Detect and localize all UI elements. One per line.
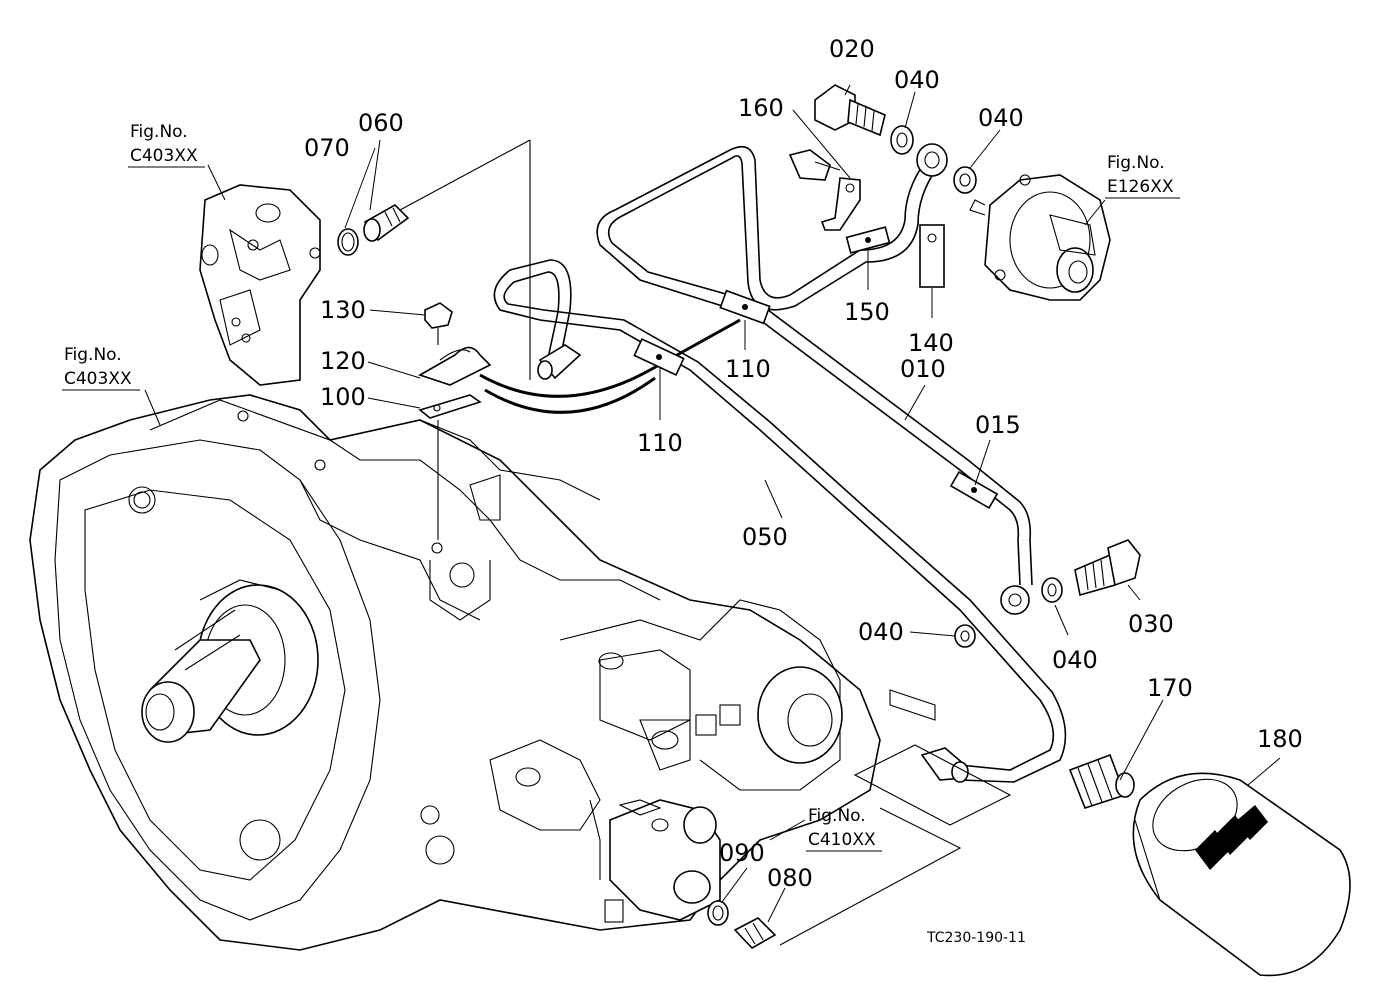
bracket-150: [820, 177, 861, 231]
elbow-060: [363, 204, 410, 242]
part-label-040: 040: [978, 104, 1024, 132]
washer-040-c: [954, 624, 976, 648]
fig-code: C403XX: [130, 146, 198, 166]
o-ring-090: [707, 900, 729, 926]
part-label-110: 110: [725, 355, 771, 383]
eye-fitting: [916, 143, 948, 177]
clamp-120: [418, 346, 492, 386]
washer-040-b: [953, 166, 977, 194]
part-label-150: 150: [844, 298, 890, 326]
part-label-080: 080: [767, 864, 813, 892]
fig-ref-c403-lower: Fig.No. C403XX: [62, 345, 140, 391]
part-label-040: 040: [1052, 646, 1098, 674]
bolt-160: [788, 149, 841, 181]
leader-lines: [144, 84, 1281, 946]
part-label-170: 170: [1147, 674, 1193, 702]
fitting-050-lower: [920, 747, 969, 783]
hollow-bolt-020: [814, 84, 886, 137]
fig-label: Fig.No.: [808, 806, 866, 826]
washer-040-a: [890, 125, 914, 155]
hydraulic-pump-e126: [969, 174, 1111, 301]
fig-ref-c410: Fig.No. C410XX: [806, 806, 882, 852]
fig-code: C403XX: [64, 369, 132, 389]
nipple-170: [1068, 753, 1135, 809]
filter-label-band: [1195, 805, 1268, 870]
fig-label: Fig.No.: [64, 345, 122, 365]
pipe-clamps: [633, 226, 999, 510]
fig-ref-e126: Fig.No. E126XX: [1105, 153, 1180, 199]
fig-label: Fig.No.: [1107, 153, 1165, 173]
part-label-130: 130: [320, 296, 366, 324]
plate-140: [919, 224, 945, 288]
part-label-160: 160: [738, 94, 784, 122]
part-label-060: 060: [358, 109, 404, 137]
fitting-050-end: [537, 344, 582, 380]
part-label-040: 040: [894, 66, 940, 94]
part-label-050: 050: [742, 523, 788, 551]
hollow-bolt-030: [1074, 539, 1141, 597]
part-label-070: 070: [304, 134, 350, 162]
part-label-140: 140: [908, 329, 954, 357]
banjo-015: [1000, 577, 1063, 615]
fig-code: C410XX: [808, 830, 876, 850]
part-label-110: 110: [637, 429, 683, 457]
fig-label: Fig.No.: [130, 122, 188, 142]
o-ring-070: [337, 228, 359, 256]
pipe-050: [493, 259, 1067, 783]
hose-black: [479, 318, 741, 414]
transmission-housing: [29, 394, 936, 951]
part-label-100: 100: [320, 383, 366, 411]
fig-ref-c403-upper: Fig.No. C403XX: [128, 122, 205, 168]
plug-080: [733, 917, 777, 950]
valve-body-c403: [199, 184, 321, 386]
part-label-020: 020: [829, 35, 875, 63]
part-label-030: 030: [1128, 610, 1174, 638]
part-label-015: 015: [975, 411, 1021, 439]
oil-filter-180: [1132, 772, 1351, 977]
plate-100: [418, 394, 482, 540]
bolt-130: [424, 302, 453, 345]
part-label-010: 010: [900, 355, 946, 383]
part-label-180: 180: [1257, 725, 1303, 753]
part-label-090: 090: [719, 839, 765, 867]
part-label-040: 040: [858, 618, 904, 646]
fig-code: E126XX: [1107, 177, 1174, 197]
part-label-120: 120: [320, 347, 366, 375]
drawing-code: TC230-190-11: [926, 930, 1026, 946]
